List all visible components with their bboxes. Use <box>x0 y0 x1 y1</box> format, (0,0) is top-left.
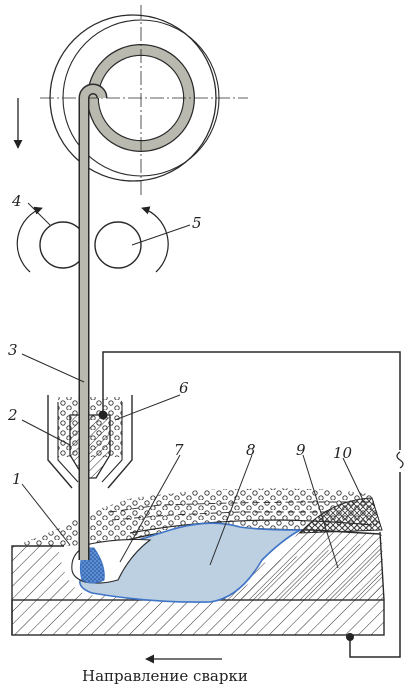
label-10: 10 <box>333 444 353 462</box>
label-8: 8 <box>246 441 256 459</box>
power-cable <box>102 351 401 658</box>
wire-reel <box>40 5 248 195</box>
slag-crust <box>298 497 383 534</box>
electrode-wire <box>78 83 108 560</box>
label-5: 5 <box>192 214 202 232</box>
power-source-symbol <box>396 451 404 469</box>
label-9: 9 <box>296 441 306 459</box>
weld-seam <box>210 530 384 600</box>
label-6: 6 <box>179 379 189 397</box>
feed-rollers <box>16 206 169 273</box>
label-7: 7 <box>174 441 184 459</box>
cable-contact-point <box>98 410 108 420</box>
label-1: 1 <box>12 470 22 488</box>
welding-direction-caption: Направление сварки <box>82 667 248 685</box>
label-2: 2 <box>7 406 18 424</box>
contact-tip <box>69 414 111 479</box>
leader-lines <box>21 202 364 569</box>
label-4: 4 <box>11 192 22 210</box>
label-3: 3 <box>8 341 18 359</box>
